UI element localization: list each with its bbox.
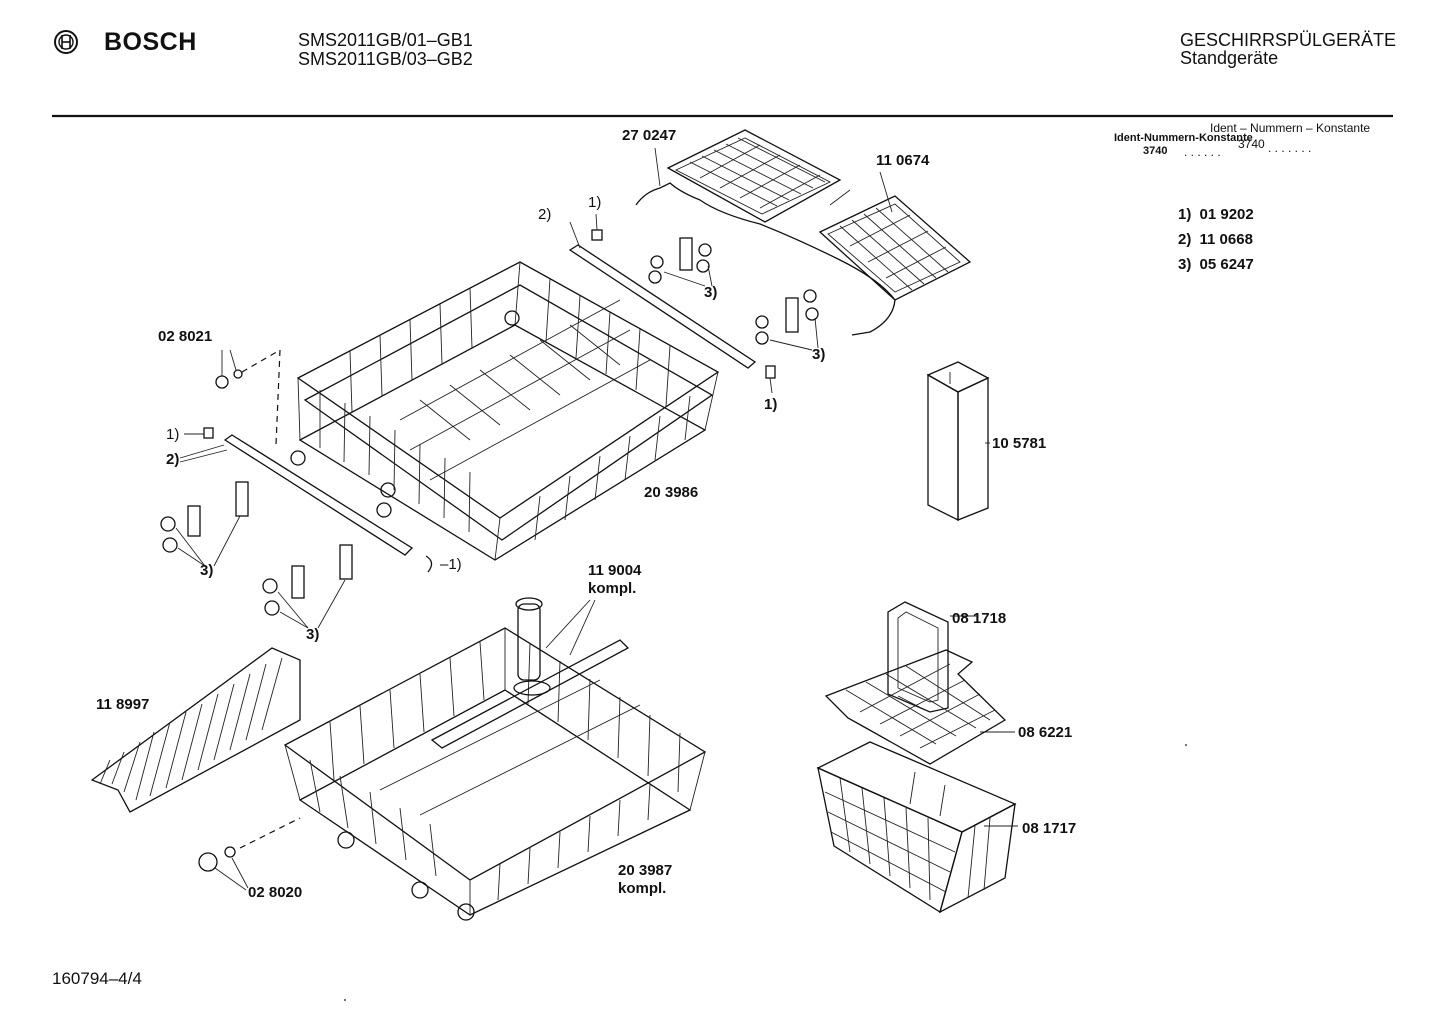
ref-callout: 2) <box>166 451 180 468</box>
wire-bracket-drawing <box>635 182 896 336</box>
legend-key: 1) <box>1178 206 1192 223</box>
ref-callout: 3) <box>200 562 214 579</box>
part-label-105781: 10 5781 <box>992 435 1047 452</box>
ident-value-b: 3740 <box>1143 145 1168 157</box>
part-label-086221: 08 6221 <box>1018 724 1073 741</box>
legend-key: 3) <box>1178 256 1192 273</box>
bosch-logo-icon <box>54 30 78 54</box>
model-number-2: SMS2011GB/03–GB2 <box>298 49 473 69</box>
document-code: 160794–4/4 <box>52 969 142 988</box>
ref-callout: 1) <box>166 426 180 443</box>
part-label-119004-kompl: kompl. <box>588 580 637 597</box>
legend-part: 11 0668 <box>1199 231 1253 248</box>
ident-value-a: 3740 <box>1238 137 1265 151</box>
ident-title-a: Ident – Nummern – Konstante <box>1210 121 1371 135</box>
lower-basket-drawing <box>283 627 707 921</box>
legend-item-3: 3) 05 6247 <box>1178 256 1254 274</box>
ref-callout: 3) <box>306 626 320 643</box>
ref-callout: 1) <box>588 194 602 211</box>
rail-lower-drawing <box>223 434 414 556</box>
ident-title-b: Ident-Nummern-Konstante <box>1114 132 1253 144</box>
part-label-110674: 11 0674 <box>876 152 930 169</box>
part-label-028021: 02 8021 <box>158 328 213 345</box>
cutlery-basket-drawing <box>816 741 1017 914</box>
category-title: GESCHIRRSPÜLGERÄTE <box>1180 30 1397 50</box>
upper-basket-drawing <box>290 261 720 561</box>
spray-arm-drawing <box>430 597 630 749</box>
legend-item-2: 2) 11 0668 <box>1178 231 1253 249</box>
ident-dots-a: . . . . . . . <box>1268 141 1312 155</box>
part-label-081717: 08 1717 <box>1022 820 1077 837</box>
part-label-081718: 08 1718 <box>952 610 1007 627</box>
legend-part: 01 9202 <box>1199 206 1254 223</box>
ref-callout: –1) <box>440 556 462 573</box>
part-label-028020: 02 8020 <box>248 884 303 901</box>
grid-cover-drawing <box>824 649 1007 765</box>
legend-item-1: 1) 01 9202 <box>1178 206 1254 224</box>
part-label-203987: 20 3987 <box>618 862 673 879</box>
legend-part: 05 6247 <box>1199 256 1254 273</box>
model-number-1: SMS2011GB/01–GB1 <box>298 30 473 50</box>
part-label-119004: 11 9004 <box>588 562 642 579</box>
ref-callout: 1) <box>764 396 778 413</box>
fastener-parts-drawing <box>160 229 819 872</box>
tall-container-drawing <box>926 361 990 522</box>
part-label-118997: 11 8997 <box>96 696 150 713</box>
ref-callout: 2) <box>538 206 552 223</box>
part-label-203986: 20 3986 <box>644 484 699 501</box>
cutlery-rack-drawing <box>90 647 301 813</box>
ident-dots-b: . . . . . . <box>1184 145 1221 159</box>
part-label-270247: 27 0247 <box>622 127 677 144</box>
ref-callout: 3) <box>812 346 826 363</box>
rail-upper-drawing <box>568 244 757 369</box>
leader-lines <box>175 147 1018 891</box>
cup-shelf-lower-drawing <box>818 195 972 301</box>
part-label-203987-kompl: kompl. <box>618 880 667 897</box>
cup-shelf-upper-drawing <box>666 129 842 223</box>
basket-handle-drawing <box>887 601 949 713</box>
legend-key: 2) <box>1178 231 1192 248</box>
subcategory-title: Standgeräte <box>1180 48 1279 68</box>
brand-name: BOSCH <box>104 28 197 56</box>
ref-callout: 3) <box>704 284 718 301</box>
